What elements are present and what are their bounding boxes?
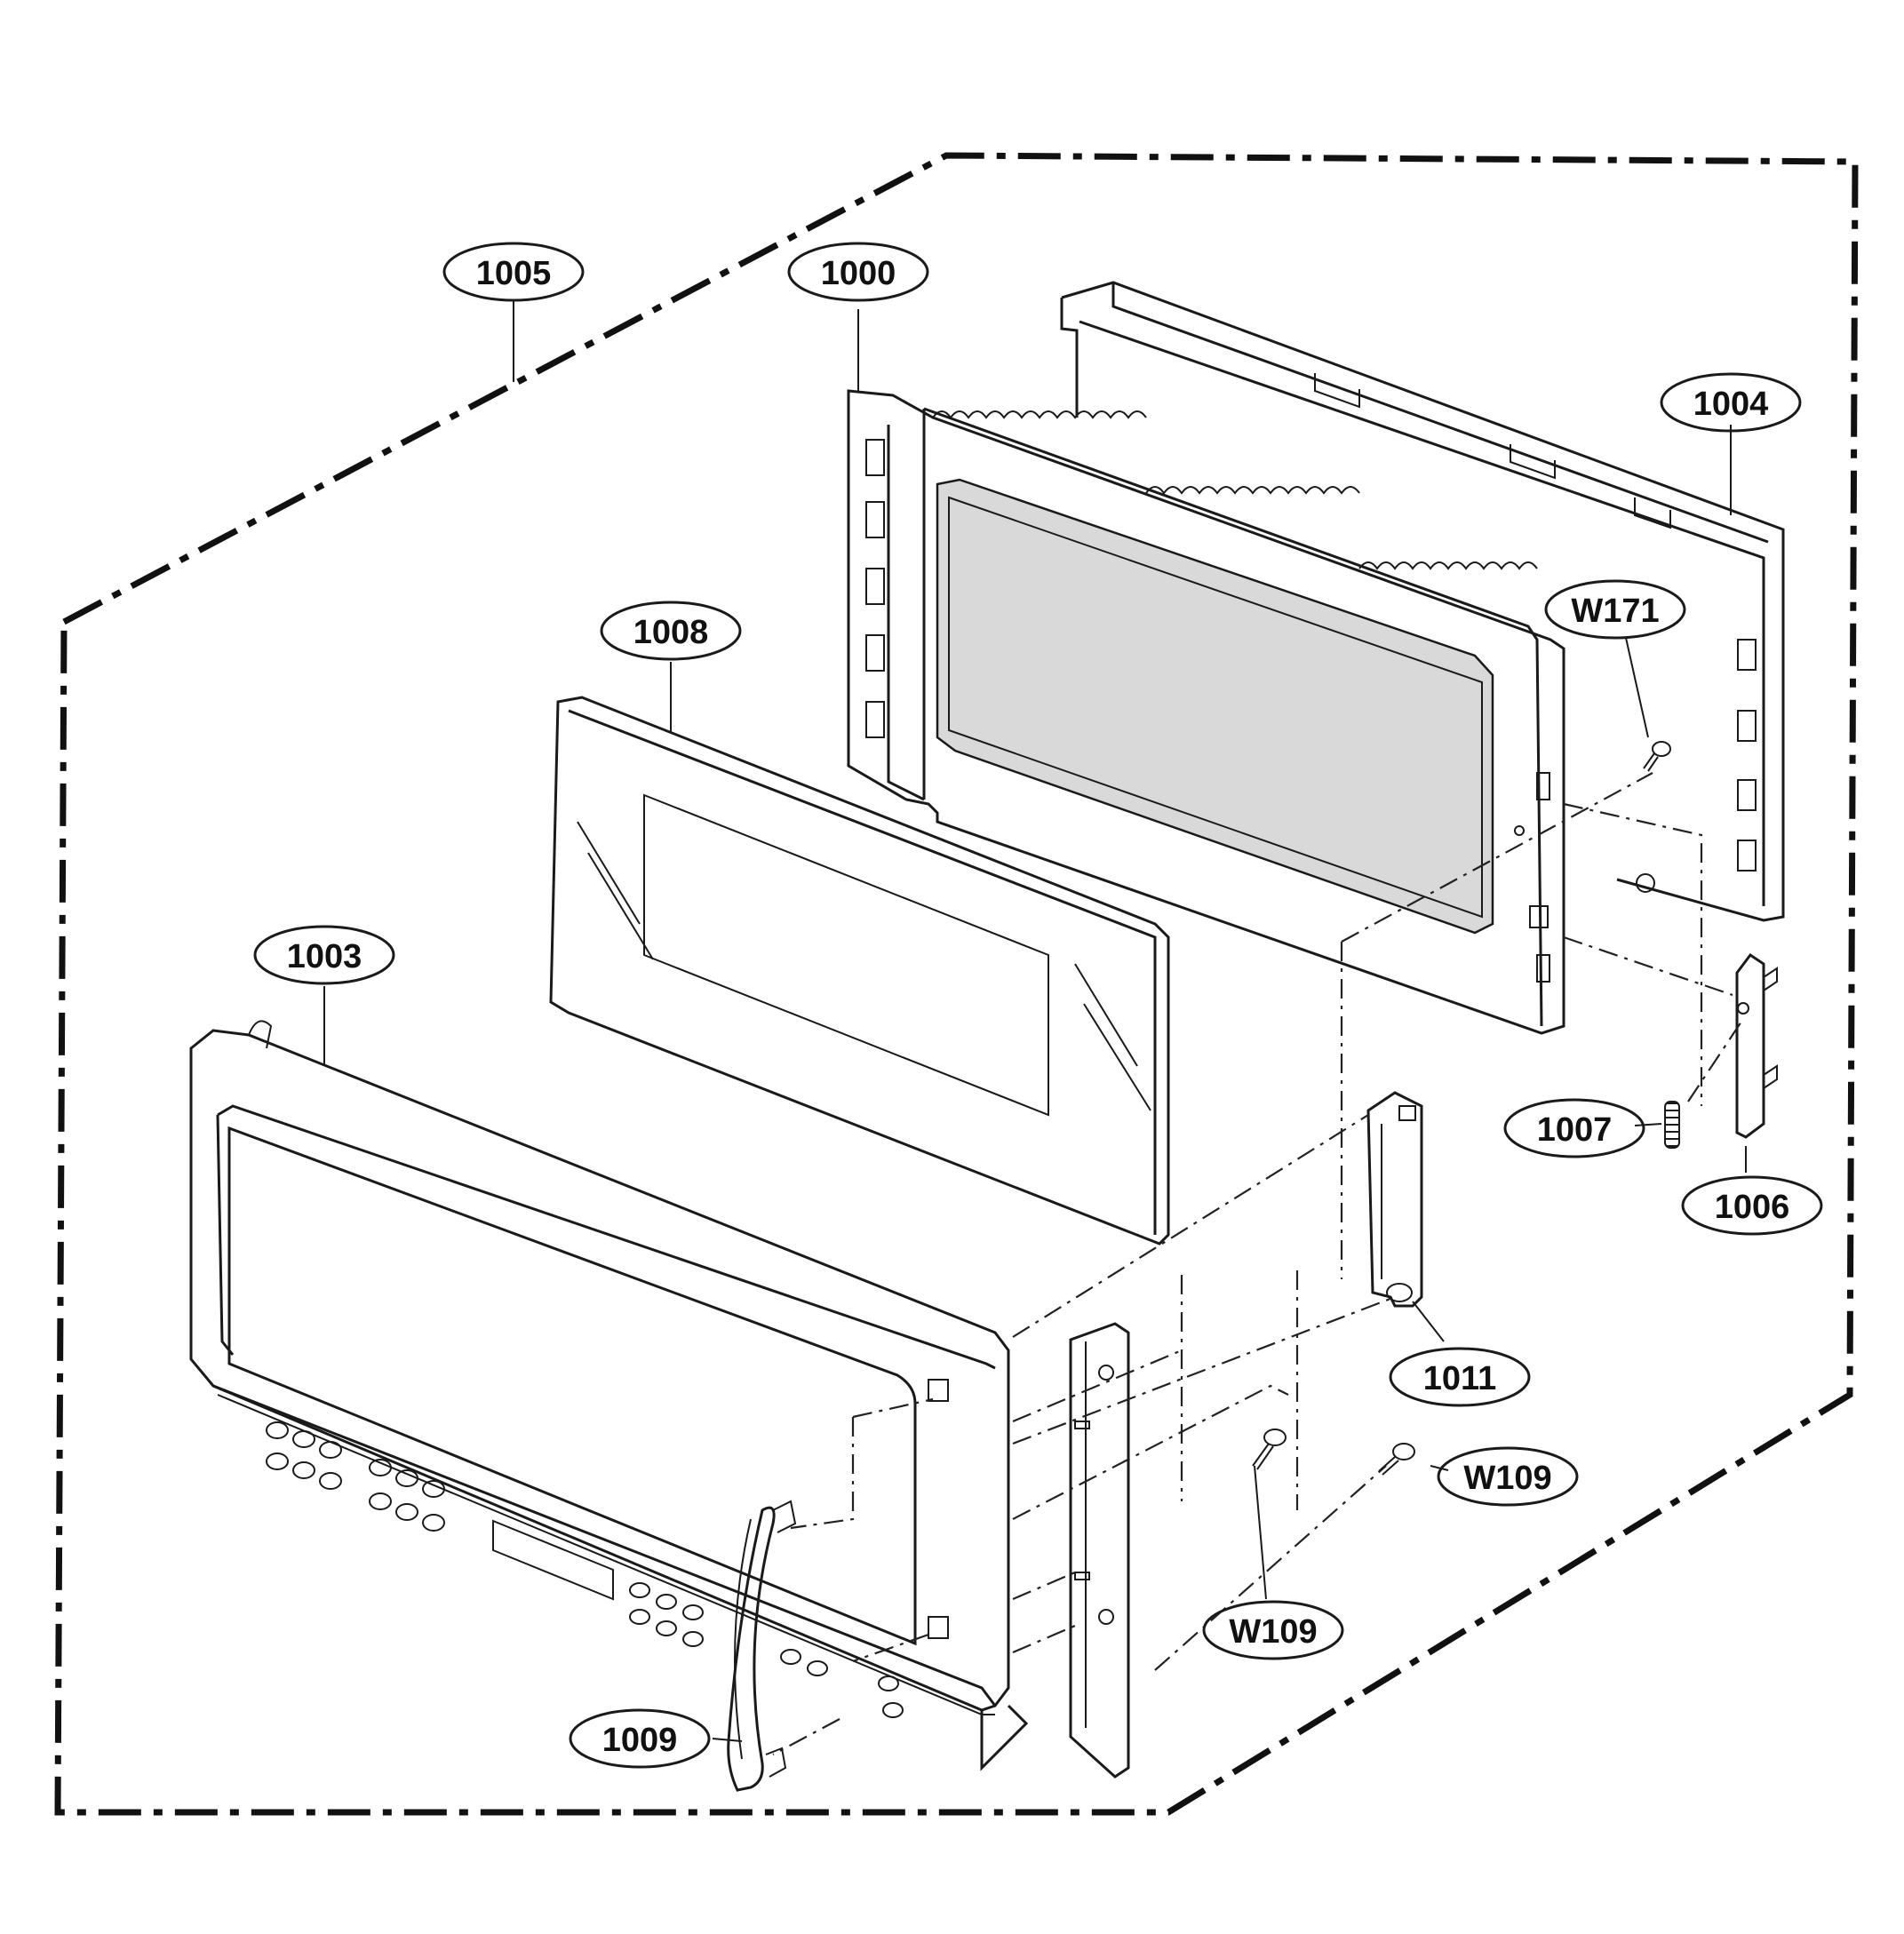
callout-label: 1007 — [1537, 1111, 1613, 1149]
assembly-boundary — [54, 152, 1859, 1816]
callout-1005: 1005 — [442, 242, 585, 302]
callout-label: W171 — [1571, 593, 1659, 630]
callout-1008: 1008 — [600, 601, 742, 661]
part-1000-inner-door-panel — [847, 389, 1565, 1035]
screw-w109-right — [1378, 1443, 1415, 1476]
callout-label: 1004 — [1693, 386, 1769, 423]
part-1007-spring — [1664, 1101, 1680, 1149]
callout-1003: 1003 — [253, 925, 395, 985]
part-1003-front-door-frame — [189, 1020, 1029, 1771]
part-1011-latch — [1366, 1091, 1423, 1308]
part-1006-hook — [1735, 952, 1778, 1139]
callout-1009: 1009 — [569, 1708, 711, 1769]
part-1008-glass-panel — [549, 696, 1170, 1246]
leader-lines — [323, 300, 1747, 1742]
callout-label: W109 — [1229, 1613, 1317, 1651]
callout-label: 1009 — [602, 1722, 678, 1759]
callout-1004: 1004 — [1660, 372, 1802, 433]
callout-label: 1000 — [821, 255, 896, 292]
assembly-lines — [772, 772, 1742, 1755]
callout-1007: 1007 — [1503, 1098, 1645, 1158]
part-1009-door-handle — [727, 1500, 797, 1792]
callout-w171: W171 — [1544, 579, 1686, 640]
callout-label: 1006 — [1715, 1189, 1790, 1226]
callout-w109-right: W109 — [1437, 1446, 1579, 1507]
callout-label: 1011 — [1423, 1360, 1496, 1397]
callout-label: 1008 — [633, 614, 709, 651]
screw-w171 — [1643, 741, 1671, 772]
callout-1006: 1006 — [1681, 1175, 1823, 1236]
callout-1011: 1011 — [1389, 1347, 1531, 1407]
part-1004-door-frame — [1060, 281, 1785, 922]
callout-1000: 1000 — [787, 242, 929, 302]
callout-label: 1005 — [476, 255, 552, 292]
part-side-trim — [1069, 1322, 1130, 1779]
callout-w109-left: W109 — [1202, 1600, 1344, 1660]
screw-w109-left — [1252, 1429, 1287, 1470]
callout-label: 1003 — [287, 938, 362, 975]
callout-label: W109 — [1463, 1460, 1551, 1497]
